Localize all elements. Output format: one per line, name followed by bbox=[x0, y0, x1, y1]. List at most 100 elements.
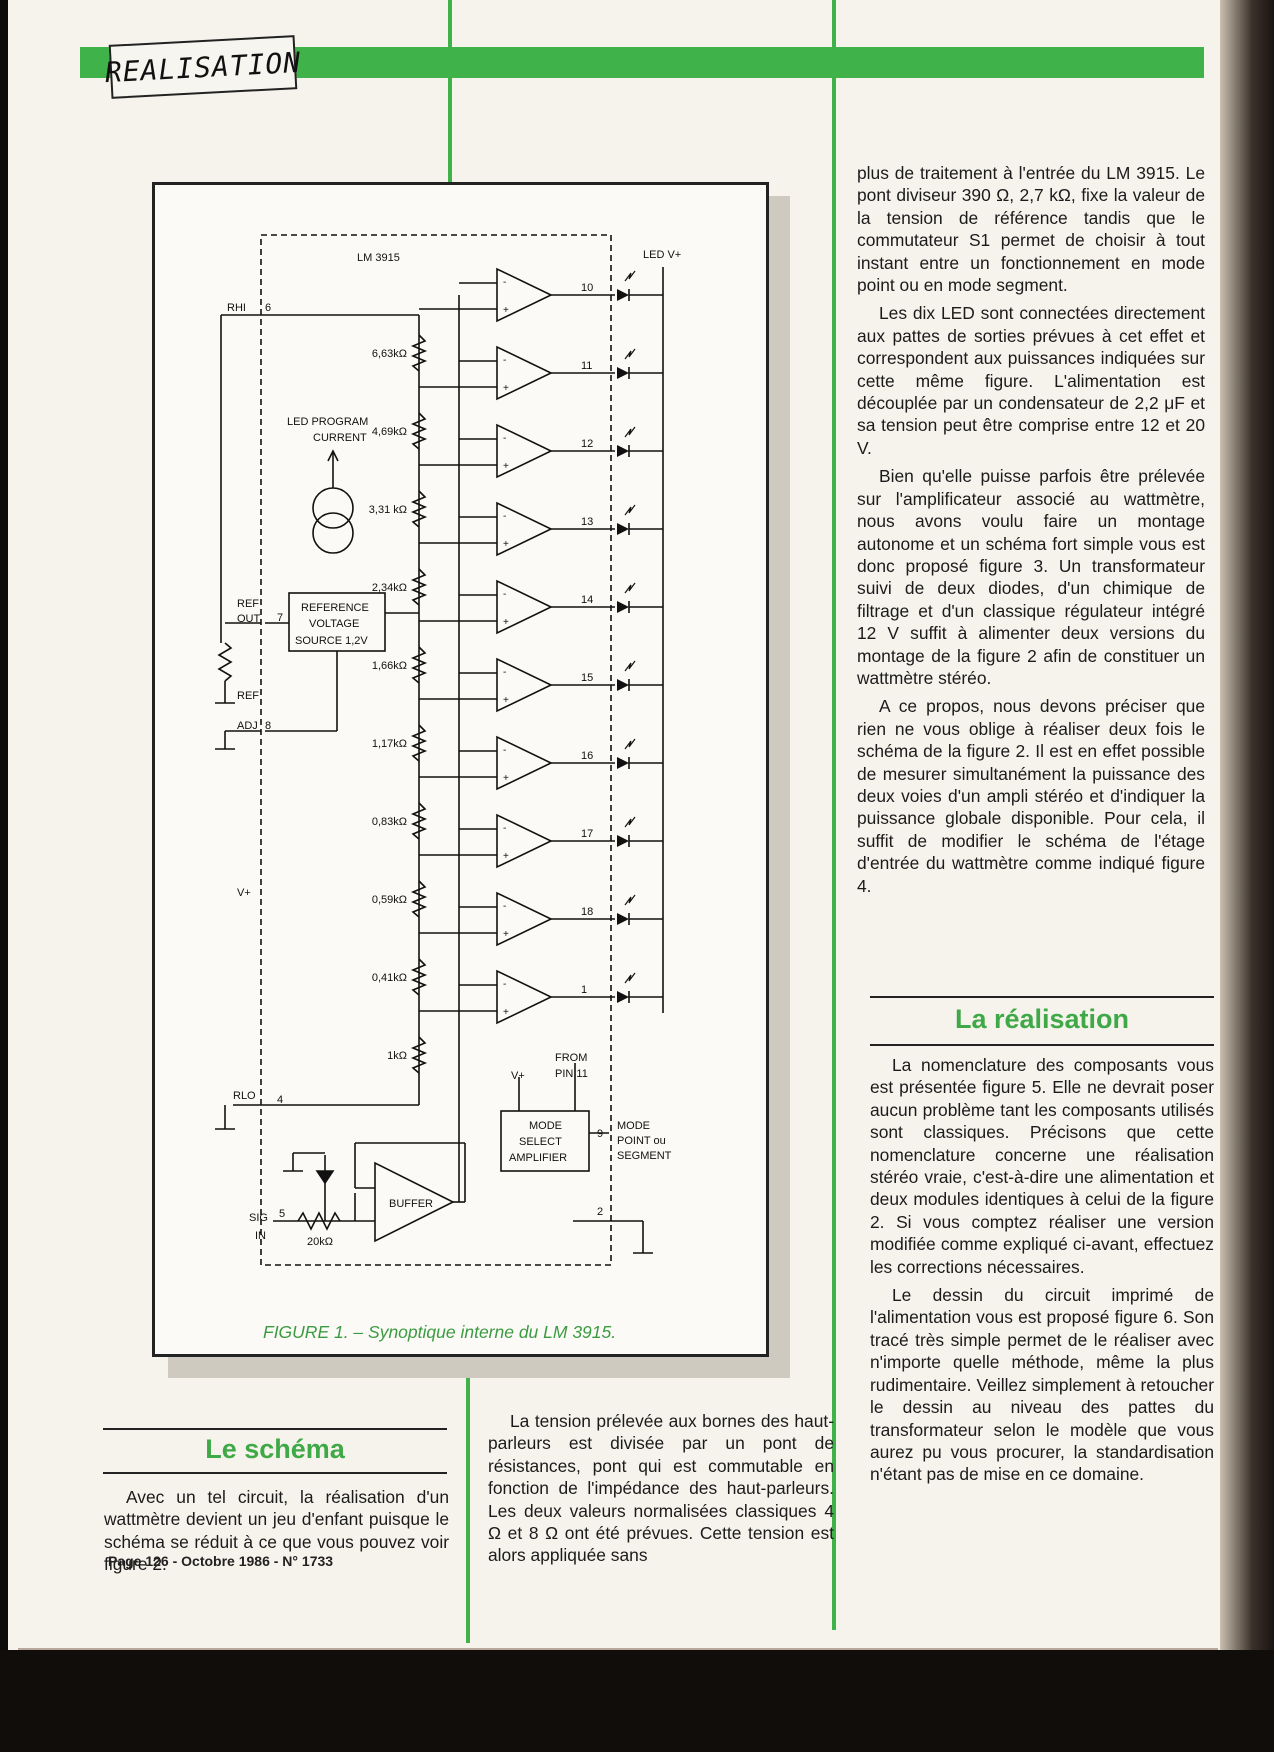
page-footer: Page 126 - Octobre 1986 - N° 1733 bbox=[108, 1553, 334, 1569]
column-divider-right bbox=[832, 0, 836, 1630]
ladder-resistor bbox=[410, 412, 428, 450]
comparator-minus: - bbox=[503, 589, 506, 600]
col1-section-title: Le schéma bbox=[205, 1434, 345, 1464]
ref-source-line-3: SOURCE 1,2V bbox=[295, 635, 368, 647]
ladder-resistor-label: 3,31 kΩ bbox=[369, 504, 407, 516]
sig-resistor-label: 20kΩ bbox=[307, 1236, 333, 1248]
comparator-pin-number: 18 bbox=[581, 906, 593, 918]
pin-label-ref-out-1: REF bbox=[237, 598, 259, 610]
chip-label: LM 3915 bbox=[357, 252, 400, 264]
ladder-resistor bbox=[410, 1036, 428, 1074]
led-diode bbox=[617, 601, 629, 613]
column-divider-left bbox=[448, 0, 452, 182]
comparator-plus: + bbox=[503, 305, 509, 316]
pin-label-ref-adj-1: REF bbox=[237, 690, 259, 702]
buffer-amp bbox=[374, 1161, 455, 1243]
col3-paragraph-5: La nomenclature des composants vous est … bbox=[870, 1055, 1214, 1277]
comparator-plus: + bbox=[503, 461, 509, 472]
comparator-pin-number: 10 bbox=[581, 282, 593, 294]
ladder-resistor-label: 1,66kΩ bbox=[372, 660, 407, 672]
col3-rule-top bbox=[870, 996, 1214, 998]
comparator-minus: - bbox=[503, 979, 506, 990]
led-diode bbox=[617, 523, 629, 535]
pin-label-rhi: RHI bbox=[227, 302, 246, 314]
comparator-plus: + bbox=[503, 383, 509, 394]
comparator: - +13 bbox=[419, 501, 663, 557]
ladder-resistor-label: 0,41kΩ bbox=[372, 972, 407, 984]
col3-paragraph-3: Bien qu'elle puisse parfois être prélevé… bbox=[857, 466, 1205, 688]
ladder-resistor bbox=[410, 568, 428, 606]
comparator: - +11 bbox=[419, 345, 663, 401]
led-diode bbox=[617, 757, 629, 769]
col2-paragraph: La tension prélevée aux bornes des haut-… bbox=[488, 1411, 834, 1566]
ladder-resistor-label: 6,63kΩ bbox=[372, 348, 407, 360]
col3-paragraph-4: A ce propos, nous devons préciser que ri… bbox=[857, 696, 1205, 896]
comparator: -+17 bbox=[419, 813, 663, 869]
led-diode bbox=[617, 913, 629, 925]
pin-number-7: 7 bbox=[277, 612, 283, 624]
pin-number-2: 2 bbox=[597, 1206, 603, 1218]
comparator: -+12 bbox=[419, 423, 663, 479]
pin-label-ref-adj-2: ADJ bbox=[237, 720, 258, 732]
col3-section-title: La réalisation bbox=[954, 1004, 1130, 1034]
col3-paragraph-1: plus de traitement à l'entrée du LM 3915… bbox=[857, 163, 1205, 296]
comparator-minus: - bbox=[503, 355, 506, 366]
comparator-plus: + bbox=[503, 773, 509, 784]
comparator-pin-number: 11 bbox=[581, 360, 592, 372]
pin-label-vplus: V+ bbox=[237, 887, 251, 899]
ladder-resistor-label: 1,17kΩ bbox=[372, 738, 407, 750]
comparator-plus: + bbox=[503, 1007, 509, 1018]
comparator-minus: - bbox=[503, 511, 506, 522]
col3-paragraph-2: Les dix LED sont connectées directement … bbox=[857, 303, 1205, 458]
comparator-minus: - bbox=[503, 667, 506, 678]
mode-label-line-1: MODE bbox=[617, 1120, 650, 1132]
col1-rule-bottom bbox=[103, 1472, 447, 1474]
chip-outline bbox=[260, 234, 612, 1266]
comparator: - +1 bbox=[419, 969, 663, 1025]
led-program-label-1: LED PROGRAM bbox=[287, 416, 368, 428]
ladder-resistor-label: 0,59kΩ bbox=[372, 894, 407, 906]
comparator-pin-number: 13 bbox=[581, 516, 593, 528]
ref-source-line-1: REFERENCE bbox=[301, 602, 369, 614]
ladder-resistor bbox=[410, 724, 428, 762]
pin-number-5: 5 bbox=[279, 1208, 285, 1220]
led-diode bbox=[617, 289, 629, 301]
col2-text: La tension prélevée aux bornes des haut-… bbox=[488, 1410, 834, 1573]
comparator-pin-number: 12 bbox=[581, 438, 593, 450]
ladder-resistor bbox=[410, 958, 428, 996]
pin-number-8: 8 bbox=[265, 720, 271, 732]
pin-number-4: 4 bbox=[277, 1094, 283, 1106]
ladder-resistor bbox=[410, 490, 428, 528]
comparator-minus: - bbox=[503, 745, 506, 756]
comparator-minus: - bbox=[503, 277, 506, 288]
led-diode bbox=[617, 367, 629, 379]
led-diode bbox=[617, 991, 629, 1003]
comparator: - +18 bbox=[419, 891, 663, 947]
comparator-plus: + bbox=[503, 929, 509, 940]
pin-label-ref-out-2: OUT bbox=[237, 613, 261, 625]
comparator-pin-number: 17 bbox=[581, 828, 593, 840]
comparator-pin-number: 16 bbox=[581, 750, 593, 762]
ref-source-line-2: VOLTAGE bbox=[309, 618, 359, 630]
comparator-minus: - bbox=[503, 901, 506, 912]
col3-text-lower: La nomenclature des composants vous est … bbox=[870, 1054, 1214, 1492]
mode-label-line-3: SEGMENT bbox=[617, 1150, 672, 1162]
comparator: - +10 bbox=[419, 267, 663, 323]
led-vplus-label: LED V+ bbox=[643, 249, 681, 261]
ladder-resistor-label: 1kΩ bbox=[387, 1050, 407, 1062]
comparator-pin-number: 1 bbox=[581, 984, 587, 996]
scan-background bbox=[0, 1650, 1274, 1752]
pin-label-rlo: RLO bbox=[233, 1090, 256, 1102]
comparator-plus: + bbox=[503, 617, 509, 628]
comparator-plus: + bbox=[503, 539, 509, 550]
comparator: -+15 bbox=[419, 657, 663, 713]
figure-caption: FIGURE 1. – Synoptique interne du LM 391… bbox=[263, 1322, 617, 1342]
col1-paragraph: Avec un tel circuit, la réalisation d'un… bbox=[104, 1487, 449, 1575]
ladder-resistor-label: 4,69kΩ bbox=[372, 426, 407, 438]
pin-number-9: 9 bbox=[597, 1128, 603, 1140]
pin-label-sig-2: IN bbox=[255, 1230, 266, 1242]
